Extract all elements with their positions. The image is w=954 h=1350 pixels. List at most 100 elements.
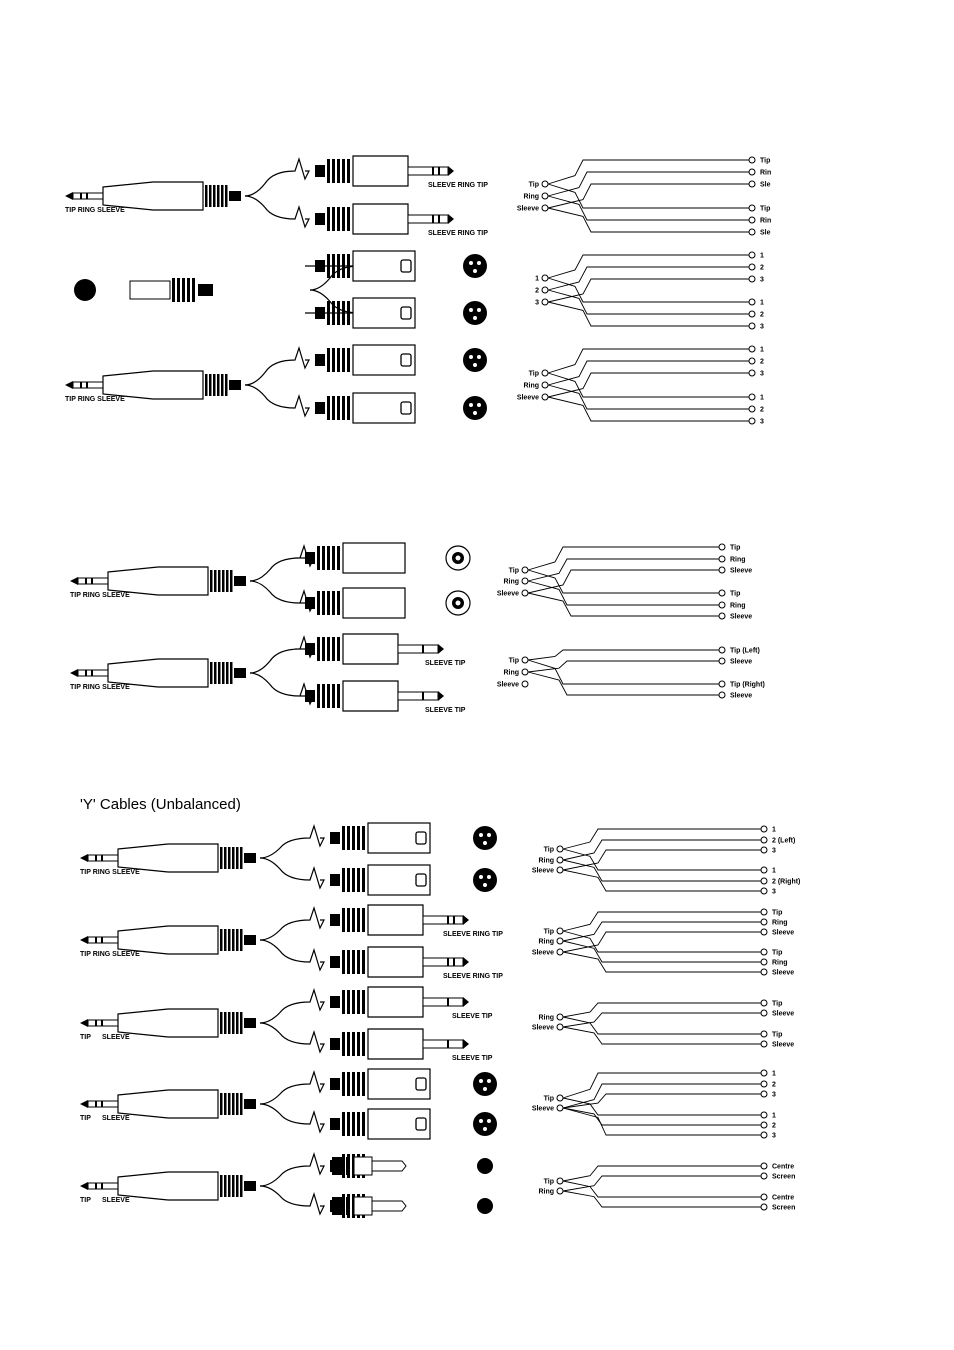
wire (547, 254, 749, 279)
dest-pin-label: SLEEVE TIP (425, 660, 466, 667)
latch-icon (400, 259, 412, 273)
right-terminal (748, 275, 756, 283)
right-pin-label: 2 (760, 359, 764, 366)
latch-icon (415, 831, 427, 845)
right-pin-label: 1 (760, 253, 764, 260)
tip-icon (70, 669, 78, 677)
right-pin-label: 1 (772, 1113, 776, 1120)
y-cable-branch-lower (259, 1103, 325, 1134)
tip-icon (463, 957, 469, 967)
wire (527, 569, 719, 594)
wire (547, 266, 749, 291)
right-terminal (760, 825, 768, 833)
latch-icon (415, 1077, 427, 1091)
strain-relief-icon (315, 307, 325, 319)
right-pin-label: Tip (772, 910, 782, 917)
left-pin-label: Ring (503, 579, 519, 586)
source-pin-label: TIP RING SLEEVE (80, 951, 140, 958)
strain-relief-icon (330, 914, 340, 926)
tip-icon (463, 1039, 469, 1049)
source-jack-plug (80, 925, 256, 955)
left-pin-label: 2 (535, 288, 539, 295)
dest-face-upper (463, 254, 487, 278)
latch-icon (415, 873, 427, 887)
strain-relief-icon (305, 597, 315, 609)
shaft-icon (407, 166, 449, 176)
dest-face-upper (477, 1158, 493, 1174)
left-pin-label: 1 (535, 276, 539, 283)
wire (562, 1175, 761, 1192)
wire (547, 384, 749, 410)
strain-relief-icon (315, 354, 325, 366)
strain-relief-icon (330, 874, 340, 886)
dest-face-lower (463, 396, 487, 420)
wire (547, 396, 749, 422)
wire (527, 659, 719, 685)
plug-body-icon (107, 566, 209, 596)
wire (562, 1002, 761, 1018)
strain-relief-icon (330, 1078, 340, 1090)
wire (562, 1190, 761, 1208)
y-cable-branch-lower (259, 939, 325, 972)
tip-icon (80, 1100, 88, 1108)
wire (562, 1026, 761, 1045)
right-pin-label: Tip (Right) (730, 682, 765, 689)
left-terminal (521, 668, 529, 676)
right-pin-label: 1 (772, 1071, 776, 1078)
plug-body-icon (367, 986, 424, 1018)
right-terminal (760, 908, 768, 916)
left-terminal (541, 180, 549, 188)
dest-plug-lower (330, 946, 469, 978)
wire (562, 828, 761, 850)
dest-plug-upper (330, 986, 469, 1018)
strain-relief-icon (315, 213, 325, 225)
right-pin-label: Tip (760, 158, 770, 165)
left-terminal (556, 1013, 564, 1021)
y-cable-branch-lower (259, 1185, 325, 1216)
shaft-icon (422, 915, 464, 925)
right-terminal (748, 322, 756, 330)
right-pin-label: 3 (772, 889, 776, 896)
left-pin-label: Sleeve (497, 682, 519, 689)
source-jack-plug (70, 566, 246, 596)
source-jack-plug (80, 1171, 256, 1201)
right-terminal (760, 958, 768, 966)
xlr-female-face-icon (74, 279, 96, 301)
right-terminal (760, 968, 768, 976)
dest-plug-lower (315, 203, 454, 235)
latch-icon (400, 401, 412, 415)
tip-icon (448, 214, 454, 224)
right-terminal (760, 1080, 768, 1088)
right-pin-label: Ring (772, 960, 788, 967)
dest-face-lower (473, 1112, 497, 1136)
y-cable-branch-upper (244, 346, 310, 386)
left-pin-label: Ring (523, 194, 539, 201)
left-pin-label: Tip (544, 929, 554, 936)
right-pin-label: Screen (772, 1174, 795, 1181)
right-pin-label: 2 (Left) (772, 838, 795, 845)
wire (562, 1093, 761, 1109)
left-pin-label: Tip (509, 568, 519, 575)
wire (547, 195, 749, 221)
right-pin-label: Tip (760, 206, 770, 213)
left-terminal (556, 948, 564, 956)
right-pin-label: Screen (772, 1205, 795, 1212)
wire (527, 671, 719, 696)
left-terminal (521, 566, 529, 574)
xlr-face-icon (463, 301, 487, 325)
right-terminal (760, 1009, 768, 1017)
y-cable-branch-upper (259, 1152, 325, 1187)
latch-icon (415, 1117, 427, 1131)
right-terminal (760, 866, 768, 874)
dest-plug-upper (330, 1154, 407, 1178)
strain-relief-icon (244, 1181, 256, 1191)
right-pin-label: 3 (760, 324, 764, 331)
dest-face-upper (473, 826, 497, 850)
tip-icon (80, 1182, 88, 1190)
left-terminal (521, 589, 529, 597)
right-pin-label: Tip (730, 591, 740, 598)
socket-body-icon (342, 542, 406, 574)
right-pin-label: 1 (772, 868, 776, 875)
